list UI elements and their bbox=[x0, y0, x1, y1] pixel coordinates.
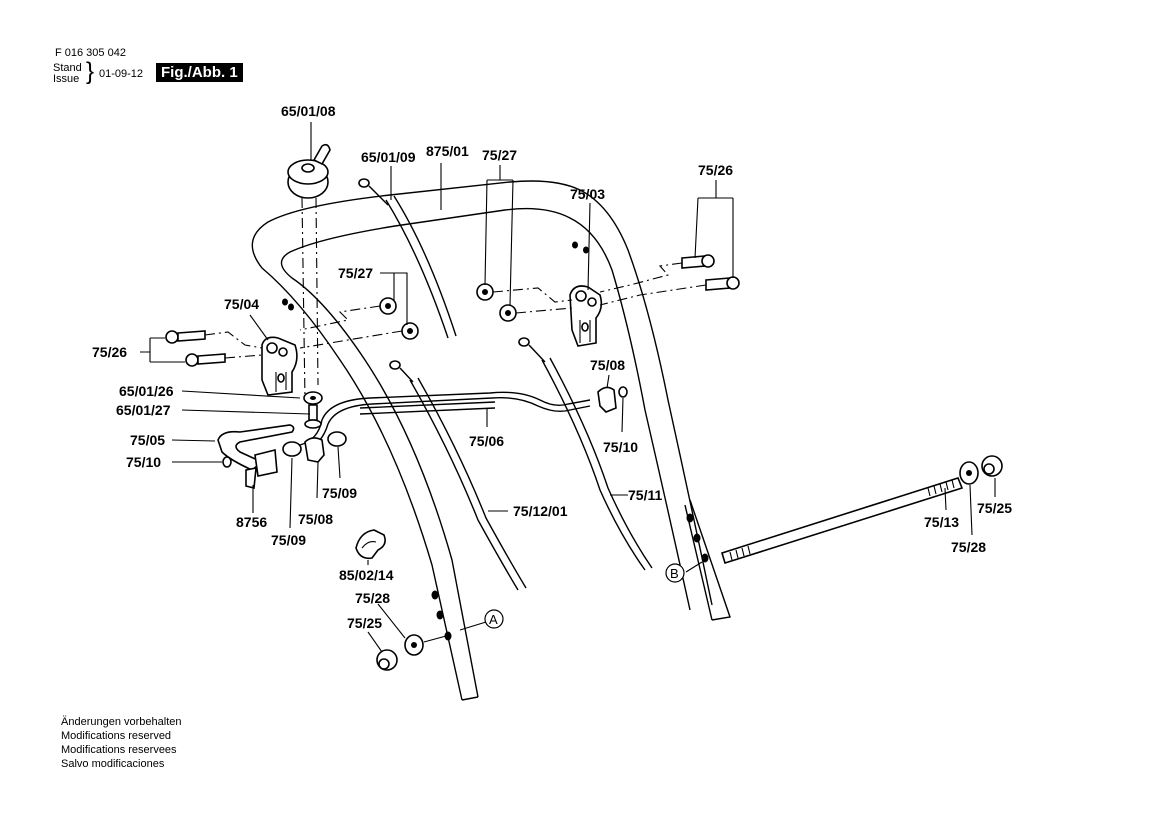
stand-label: Stand bbox=[53, 62, 82, 74]
switch-8756[interactable] bbox=[245, 448, 278, 490]
nut-75-25-right[interactable] bbox=[981, 455, 1003, 477]
callout-75-10-left[interactable]: 75/10 bbox=[126, 454, 161, 470]
issue-date: 01-09-12 bbox=[99, 68, 144, 80]
callout-75-25-left[interactable]: 75/25 bbox=[347, 615, 382, 631]
callout-75-27-left[interactable]: 75/27 bbox=[338, 265, 373, 281]
modifications-notice: Änderungen vorbehalten Modifications res… bbox=[61, 715, 181, 771]
callout-75-11[interactable]: 75/11 bbox=[628, 487, 662, 503]
issue-label: Issue bbox=[53, 73, 80, 85]
notice-line-fr: Modifications reservees bbox=[61, 744, 177, 756]
notice-line-en: Modifications reserved bbox=[61, 730, 172, 742]
bolts-75-26-left[interactable] bbox=[165, 330, 263, 367]
callout-75-13[interactable]: 75/13 bbox=[924, 514, 959, 530]
callout-8756[interactable]: 8756 bbox=[236, 514, 267, 530]
nuts-75-27-right[interactable] bbox=[476, 283, 573, 322]
figure-label: Fig./Abb. 1 bbox=[156, 63, 243, 82]
reference-marker-b: B bbox=[665, 563, 685, 583]
reference-b-label: B bbox=[670, 566, 679, 581]
pin-75-10-right[interactable] bbox=[618, 386, 628, 398]
pin-75-10-left[interactable] bbox=[222, 456, 232, 468]
cable-65-01-09[interactable] bbox=[358, 178, 457, 339]
callout-75-08-right[interactable]: 75/08 bbox=[590, 357, 625, 373]
sleeve-75-09-a[interactable] bbox=[282, 441, 302, 457]
stand-issue-label: Stand Issue bbox=[53, 63, 82, 85]
brace-glyph: } bbox=[86, 58, 95, 85]
screw-65-01-27[interactable] bbox=[304, 404, 322, 429]
callout-65-01-09[interactable]: 65/01/09 bbox=[361, 149, 416, 165]
callout-65-01-27[interactable]: 65/01/27 bbox=[116, 402, 171, 418]
cable-75-12-01[interactable] bbox=[389, 360, 527, 591]
reference-a-label: A bbox=[489, 612, 498, 627]
reference-marker-a: A bbox=[484, 609, 504, 629]
nuts-75-27-left[interactable] bbox=[299, 297, 419, 349]
bracket-75-04[interactable] bbox=[261, 336, 298, 396]
sleeve-75-09-b[interactable] bbox=[327, 431, 347, 447]
document-number: F 016 305 042 bbox=[55, 47, 126, 59]
bolts-75-26-right[interactable] bbox=[599, 254, 740, 306]
clip-75-08-left[interactable] bbox=[304, 437, 325, 463]
notice-line-de: Änderungen vorbehalten bbox=[61, 716, 182, 728]
callout-75-10-right[interactable]: 75/10 bbox=[603, 439, 638, 455]
callout-75-09-a[interactable]: 75/09 bbox=[271, 532, 306, 548]
callout-875-01[interactable]: 875/01 bbox=[426, 143, 469, 159]
callout-75-25-right[interactable]: 75/25 bbox=[977, 500, 1012, 516]
callout-75-27-top[interactable]: 75/27 bbox=[482, 147, 517, 163]
callout-65-01-08[interactable]: 65/01/08 bbox=[281, 103, 336, 119]
long-bolt-75-13[interactable] bbox=[721, 477, 964, 565]
callout-75-09-b[interactable]: 75/09 bbox=[322, 485, 357, 501]
clip-75-08-right[interactable] bbox=[597, 386, 617, 413]
lever-75-05[interactable] bbox=[217, 424, 295, 471]
callout-75-03[interactable]: 75/03 bbox=[570, 186, 605, 202]
handle-frame bbox=[251, 180, 731, 701]
leader-lines bbox=[140, 122, 996, 653]
callout-75-04[interactable]: 75/04 bbox=[224, 296, 259, 312]
washer-75-28-right[interactable] bbox=[959, 461, 979, 485]
callout-75-26-left[interactable]: 75/26 bbox=[92, 344, 127, 360]
callout-75-12-01[interactable]: 75/12/01 bbox=[513, 503, 568, 519]
cable-clip-85-02-14[interactable] bbox=[355, 529, 386, 560]
callout-75-05[interactable]: 75/05 bbox=[130, 432, 165, 448]
washer-75-28-left[interactable] bbox=[404, 634, 447, 656]
bracket-75-03[interactable] bbox=[569, 285, 603, 347]
rod-75-06[interactable] bbox=[299, 391, 591, 451]
callout-65-01-26[interactable]: 65/01/26 bbox=[119, 383, 174, 399]
callout-75-06[interactable]: 75/06 bbox=[469, 433, 504, 449]
callout-75-08-left[interactable]: 75/08 bbox=[298, 511, 333, 527]
nut-75-25-left[interactable] bbox=[376, 649, 398, 671]
callout-85-02-14[interactable]: 85/02/14 bbox=[339, 567, 394, 583]
switch-knob-part[interactable] bbox=[287, 143, 331, 401]
cable-75-11[interactable] bbox=[518, 337, 653, 571]
notice-line-es: Salvo modificaciones bbox=[61, 758, 165, 770]
callout-75-26-right[interactable]: 75/26 bbox=[698, 162, 733, 178]
callout-75-28-right[interactable]: 75/28 bbox=[951, 539, 986, 555]
callout-75-28-left[interactable]: 75/28 bbox=[355, 590, 390, 606]
washer-65-01-26[interactable] bbox=[303, 391, 323, 405]
